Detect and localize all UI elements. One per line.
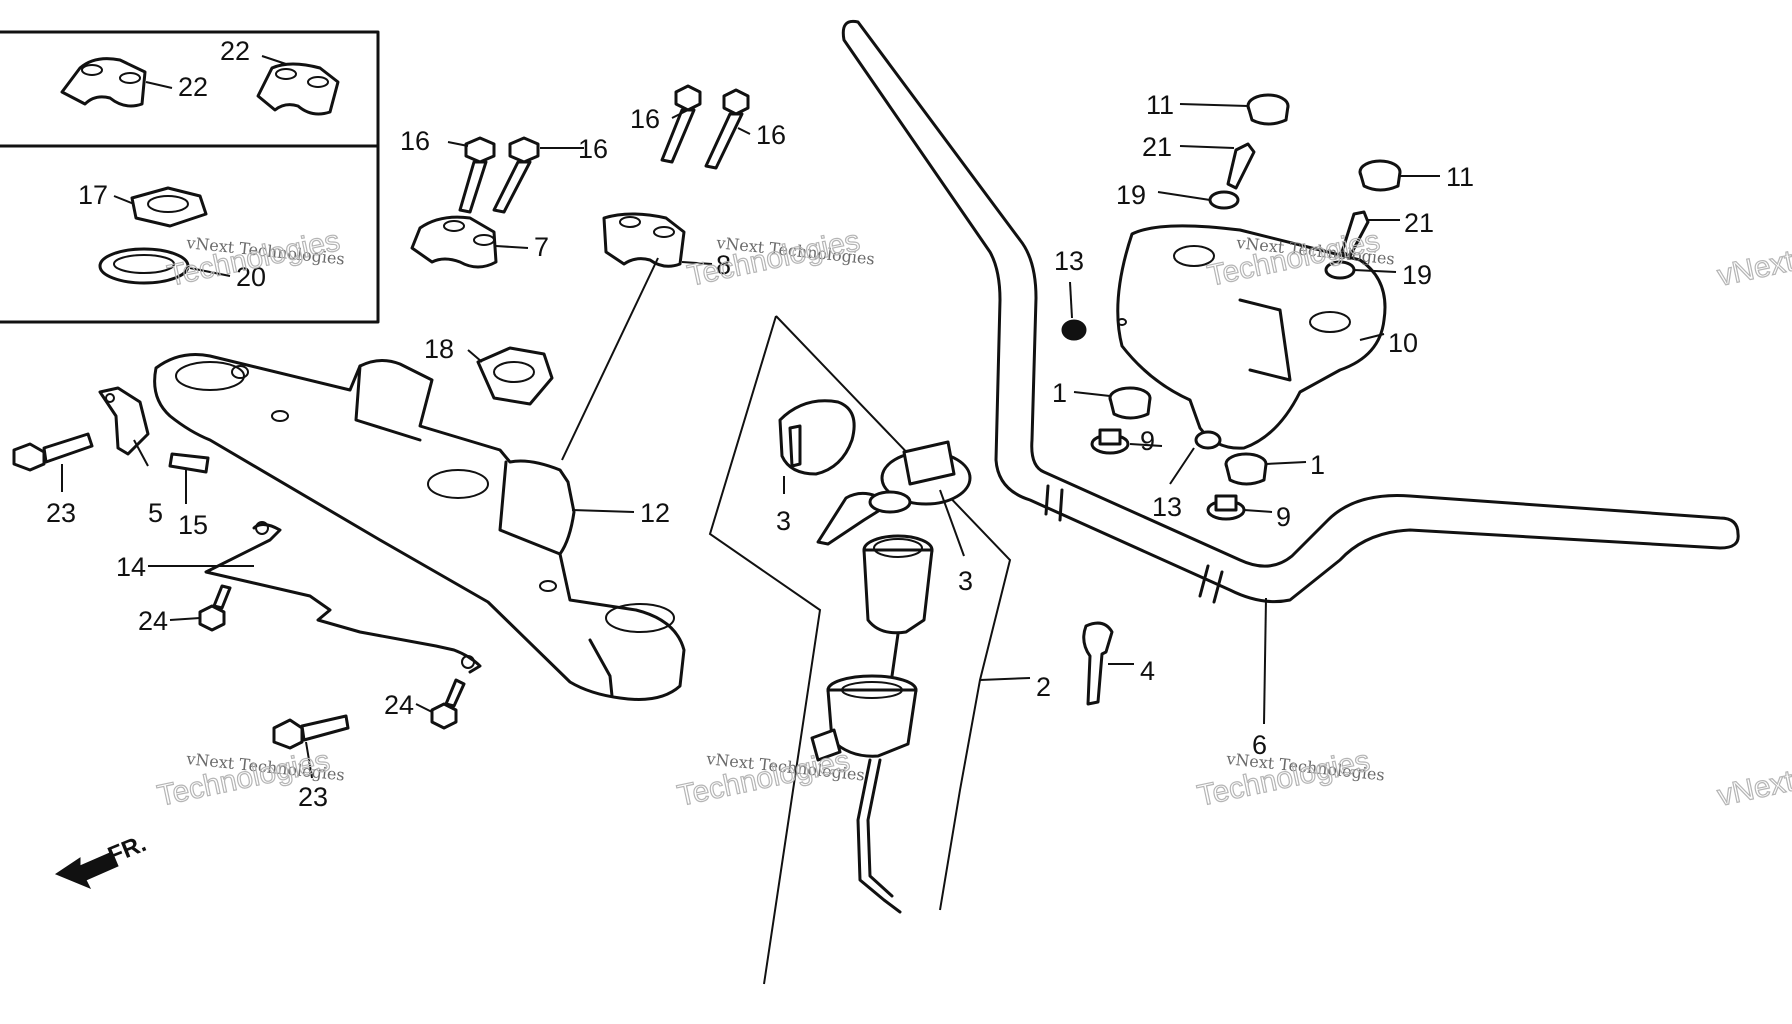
callout-18: 18 xyxy=(424,334,454,364)
handlebar-holder-22-right xyxy=(256,62,340,116)
callout-16-a: 16 xyxy=(400,126,430,156)
collar-13-upper xyxy=(1061,319,1087,341)
front-label: FR. xyxy=(104,830,150,870)
callout-9-lower: 9 xyxy=(1276,502,1291,532)
holder-7 xyxy=(410,215,498,269)
grommet-1-lower xyxy=(1224,452,1268,486)
handlebar-cover-10 xyxy=(1116,224,1387,450)
callout-13-upper: 13 xyxy=(1054,246,1084,276)
nut-18 xyxy=(476,346,554,406)
callout-6: 6 xyxy=(1252,730,1267,760)
holder-8 xyxy=(602,212,686,268)
callout-5: 5 xyxy=(148,498,163,528)
bolt-24-upper xyxy=(198,584,232,632)
callout-19-right: 19 xyxy=(1402,260,1432,290)
callout-4: 4 xyxy=(1140,656,1155,686)
callout-13-lower: 13 xyxy=(1152,492,1182,522)
bolt-23-lower xyxy=(272,714,350,750)
screw-21-right xyxy=(1340,210,1370,258)
ignition-switch-body xyxy=(862,534,934,692)
callout-19-upper: 19 xyxy=(1116,180,1146,210)
callout-2: 2 xyxy=(1036,672,1051,702)
callout-14: 14 xyxy=(116,552,146,582)
grommet-11-upper xyxy=(1246,93,1290,126)
callout-21-right: 21 xyxy=(1404,208,1434,238)
callout-12: 12 xyxy=(640,498,670,528)
callout-24-upper: 24 xyxy=(138,606,168,636)
callout-16-c: 16 xyxy=(630,104,660,134)
callout-20: 20 xyxy=(236,262,266,292)
watermark-text: vNext xyxy=(1715,244,1792,292)
collar-13-lower xyxy=(1194,430,1222,450)
callout-11-right: 11 xyxy=(1446,162,1474,192)
callout-9-upper: 9 xyxy=(1140,426,1155,456)
callout-23-left: 23 xyxy=(46,498,76,528)
ignition-cover-3-left xyxy=(778,399,856,476)
callout-22-left: 22 xyxy=(178,72,208,102)
grommet-1-upper xyxy=(1108,386,1152,420)
grommet-11-right xyxy=(1358,159,1402,192)
callout-7: 7 xyxy=(534,232,549,262)
ignition-key-3 xyxy=(816,490,912,546)
callout-3-left: 3 xyxy=(776,506,791,536)
ignition-base xyxy=(810,674,918,914)
callout-16-b: 16 xyxy=(578,134,608,164)
callout-17: 17 xyxy=(78,180,108,210)
steering-stem-nut-17 xyxy=(130,186,208,228)
leader-holder8-to-bridge xyxy=(561,257,659,461)
screw-21-upper xyxy=(1226,142,1256,190)
front-arrow: FR. xyxy=(54,830,150,889)
callout-23-lower: 23 xyxy=(298,782,328,812)
callout-labels: 22 22 17 20 16 16 16 16 7 8 18 23 5 15 1… xyxy=(46,36,1474,812)
callout-24-lower: 24 xyxy=(384,690,414,720)
callout-1-upper: 1 xyxy=(1052,378,1067,408)
callout-16-d: 16 xyxy=(756,120,786,150)
bolt-16-c xyxy=(660,84,702,164)
bracket-5 xyxy=(98,386,150,456)
callout-3-right: 3 xyxy=(958,566,973,596)
inset-box xyxy=(0,30,380,324)
bolt-16-a xyxy=(458,136,496,214)
key-4 xyxy=(1082,621,1114,706)
ignition-outline-2 xyxy=(708,315,1012,985)
callout-10: 10 xyxy=(1388,328,1418,358)
handlebar-6 xyxy=(841,19,1740,604)
watermark-text: Technologies xyxy=(685,224,863,293)
leader-lines xyxy=(61,55,1440,779)
bolt-16-d xyxy=(704,88,750,170)
wire-stay-14 xyxy=(204,521,482,674)
cushion-15 xyxy=(168,452,210,474)
callout-1-lower: 1 xyxy=(1310,450,1325,480)
callout-15: 15 xyxy=(178,510,208,540)
watermark-text: vNext xyxy=(1715,764,1792,812)
collar-9-lower xyxy=(1206,494,1246,521)
bolt-16-b xyxy=(492,136,540,214)
handlebar-holder-22-left xyxy=(60,57,147,108)
washer-19-upper xyxy=(1208,190,1240,210)
callout-22-top: 22 xyxy=(220,36,250,66)
callout-11-upper: 11 xyxy=(1146,90,1174,120)
callout-21-upper: 21 xyxy=(1142,132,1172,162)
washer-20 xyxy=(98,247,190,285)
bolt-24-lower xyxy=(430,678,466,730)
callout-8: 8 xyxy=(716,250,731,280)
top-bridge-12 xyxy=(153,353,686,701)
collar-9-upper xyxy=(1090,428,1130,455)
ignition-cover-3-right xyxy=(880,440,972,506)
bolt-23-left xyxy=(12,432,94,472)
